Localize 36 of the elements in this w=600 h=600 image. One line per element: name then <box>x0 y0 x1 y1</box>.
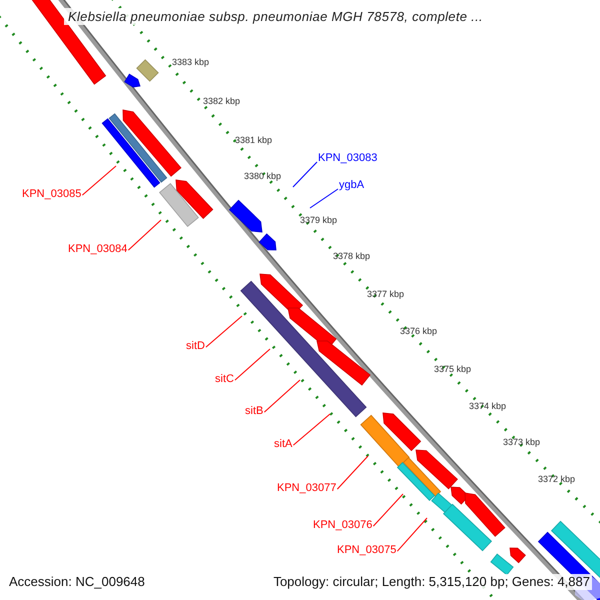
leader-line <box>336 456 368 490</box>
leader-line <box>292 414 330 446</box>
leader-line <box>82 166 116 196</box>
gene-label: sitA <box>274 438 292 451</box>
scale-label: 3379 kbp <box>300 215 338 226</box>
scale-label: 3378 kbp <box>333 251 370 262</box>
scale-label: 3377 kbp <box>367 289 404 300</box>
gene-label: KPN_03085 <box>22 188 82 201</box>
scale-label: 3372 kbp <box>538 474 576 485</box>
gene-label: sitB <box>245 405 264 418</box>
gene-label: KPN_03075 <box>337 544 396 557</box>
gene-label: sitC <box>215 373 234 386</box>
scale-label: 3374 kbp <box>469 401 506 412</box>
scale-label: 3380 kbp <box>244 171 282 182</box>
gene-label: ygbA <box>339 179 364 192</box>
genome-summary-text: Topology: circular; Length: 5,315,120 bp; Genes: 4,887 <box>271 574 592 590</box>
scale-label: 3383 kbp <box>172 57 210 68</box>
gene-label: KPN_03084 <box>68 243 128 256</box>
gene-label: sitD <box>186 340 205 353</box>
leader-line <box>292 162 318 188</box>
leader-line <box>234 348 270 381</box>
scale-label: 3373 kbp <box>503 437 540 448</box>
leader-line <box>205 316 242 348</box>
leader-line <box>264 380 300 413</box>
gene-label: KPN_03083 <box>318 152 378 165</box>
accession-text: Accession: NC_009648 <box>7 574 147 590</box>
leader-line <box>310 188 338 208</box>
scale-label: 3381 kbp <box>235 135 272 146</box>
leader-line <box>372 494 404 527</box>
scale-label: 3382 kbp <box>203 96 240 107</box>
scale-label: 3376 kbp <box>400 326 438 337</box>
gene-label: KPN_03077 <box>277 482 336 495</box>
leader-line <box>128 220 162 251</box>
gene-label: KPN_03076 <box>313 519 372 532</box>
scale-label: 3375 kbp <box>434 364 472 375</box>
leader-line <box>396 518 428 552</box>
